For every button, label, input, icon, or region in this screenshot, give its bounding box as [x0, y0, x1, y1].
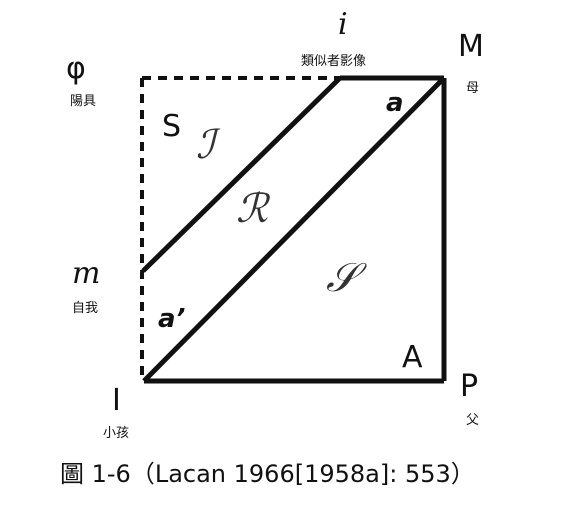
- m-label: 自我: [72, 301, 98, 316]
- diagonal-m-to-i: [141, 76, 342, 273]
- phi-label: 陽具: [70, 94, 96, 109]
- I-label: 小孩: [103, 426, 129, 441]
- figure-caption: 圖 1-6（Lacan 1966[1958a]: 553）: [60, 460, 475, 488]
- i-label: 類似者影像: [301, 54, 366, 69]
- M-label: 母: [466, 81, 479, 96]
- i-symbol: i: [338, 7, 348, 42]
- M-symbol: M: [458, 29, 484, 64]
- diagonal-I-to-M: [142, 77, 445, 383]
- real-region-letter: ℛ: [236, 186, 271, 232]
- a-label: a: [386, 88, 404, 118]
- P-label: 父: [466, 413, 479, 428]
- m-symbol: m: [72, 256, 100, 291]
- phi-symbol: φ: [66, 51, 86, 86]
- a-prime-label: a’: [158, 304, 186, 334]
- S-label: S: [162, 109, 181, 144]
- imaginary-region-letter: ℐ: [196, 122, 221, 168]
- I-symbol: I: [112, 383, 121, 418]
- symbolic-region-letter: 𝒮: [326, 255, 367, 301]
- P-symbol: P: [460, 369, 478, 404]
- A-label: A: [402, 340, 423, 375]
